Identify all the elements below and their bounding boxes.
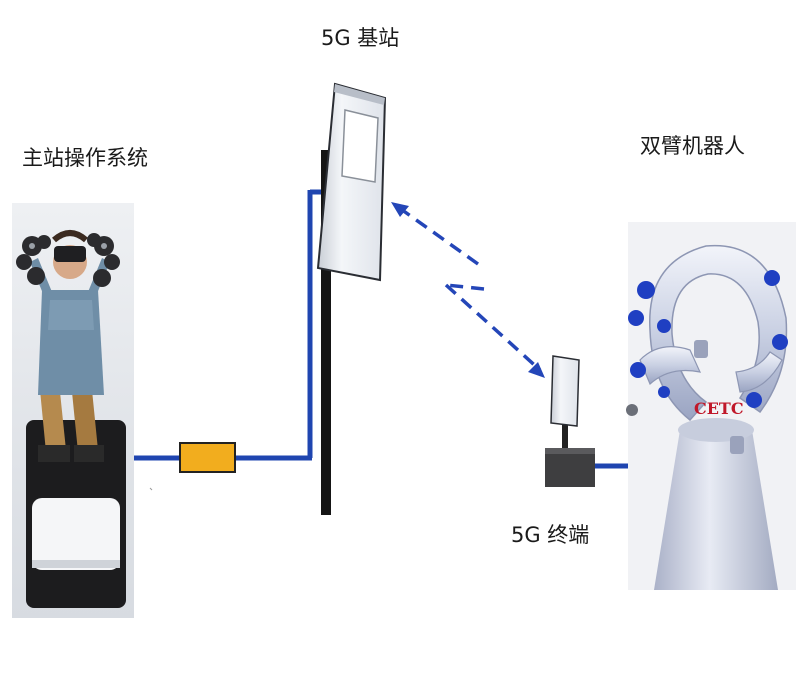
terminal-icon — [545, 355, 595, 487]
base-station-label: 5G 基站 — [321, 26, 400, 50]
operator-station-image — [12, 203, 134, 618]
operator-station-label: 主站操作系统 — [22, 146, 148, 170]
signal-arrowheads — [391, 202, 545, 378]
small-tick — [149, 487, 153, 491]
terminal-label: 5G 终端 — [511, 523, 590, 547]
dual-arm-robot-image — [626, 222, 796, 590]
dual-arm-robot-label: 双臂机器人 — [640, 134, 745, 158]
robot-logo-text: CETC — [694, 399, 744, 418]
wireless-signal — [396, 205, 542, 372]
converter-box — [179, 442, 236, 473]
base-station-icon — [316, 82, 387, 515]
fiber-link — [134, 189, 326, 461]
